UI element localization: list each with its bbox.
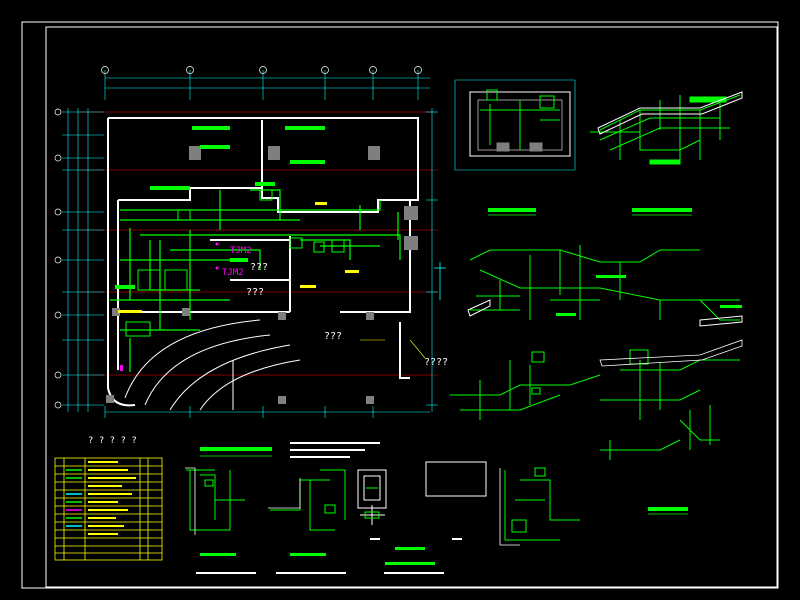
- detail-isometric-lower: [450, 349, 740, 460]
- detail-section-2: [270, 469, 346, 531]
- detail-isometric-top-white: [597, 91, 743, 135]
- plan-tag-1: TJM2: [230, 246, 252, 256]
- curved-ramp: [124, 319, 301, 411]
- top-dimension-chain: [104, 70, 430, 100]
- detail-section-3-green: [364, 487, 380, 519]
- detail-section-4-white: [499, 468, 520, 546]
- left-dimension-ticks: [62, 111, 104, 406]
- plan-magenta-marks: [120, 242, 219, 371]
- detail-isometric-middle-text: [556, 275, 742, 316]
- bottom-captions: [200, 547, 435, 565]
- bottom-caption-notes: [196, 572, 444, 574]
- detail-section-1-white: [185, 467, 196, 535]
- legend-symbols: [88, 461, 136, 535]
- detail-isometric-middle-white: [467, 299, 743, 327]
- legend-title: ? ? ? ? ?: [88, 436, 137, 446]
- detail-isometric-top-title: [632, 208, 692, 216]
- plan-pipe-labels: [115, 126, 325, 289]
- detail-isometric-middle: [469, 245, 740, 321]
- grid-axis-lines: [80, 111, 438, 376]
- detail-box-white: [425, 461, 487, 497]
- detail-isometric-lower-title: [648, 507, 688, 515]
- bottom-dimension-chain: [104, 406, 430, 418]
- detail-enlarged-plan-title: [488, 208, 536, 216]
- legend-line-samples: [66, 469, 82, 527]
- plan-title: [200, 447, 272, 457]
- floor-plan-columns: [106, 146, 418, 404]
- plan-label-room-c: ???: [324, 331, 343, 342]
- plan-label-room-b: ???: [246, 287, 265, 298]
- detail-enlarged-plan: [454, 79, 576, 171]
- sheet-frame: [21, 21, 779, 589]
- detail-section-3: [357, 469, 387, 525]
- detail-isometric-lower-white: [599, 339, 743, 367]
- top-axis-bubbles: [101, 66, 422, 74]
- plan-yellow-text: [118, 202, 426, 359]
- north-arrow-marker: [434, 262, 446, 300]
- detail-section-2-white: [268, 478, 301, 509]
- plan-equipment: [125, 189, 345, 337]
- right-dimension-chain: [426, 108, 438, 412]
- plan-tag-2: TJM2: [222, 268, 244, 278]
- bottom-section-labels: [370, 538, 462, 540]
- detail-section-4: [504, 467, 580, 541]
- plan-label-exterior: ????: [424, 357, 449, 368]
- detail-isometric-top: [590, 94, 741, 165]
- notes-block: [290, 442, 380, 458]
- detail-section-1: [186, 469, 245, 531]
- left-axis-bubbles: [54, 108, 62, 409]
- plan-label-room-a: ???: [250, 262, 269, 273]
- legend-table: [54, 457, 163, 561]
